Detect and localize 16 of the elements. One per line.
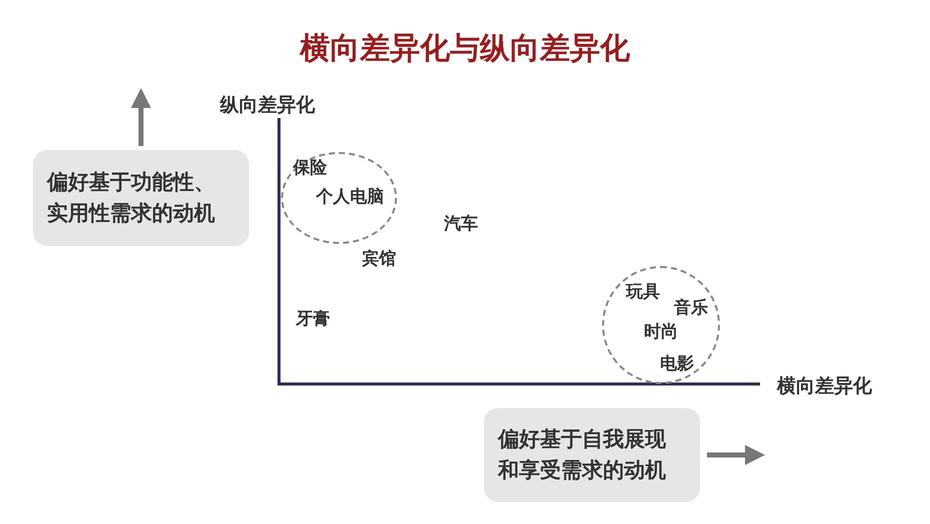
- note-box: 偏好基于功能性、实用性需求的动机: [33, 150, 249, 246]
- item-label: 音乐: [674, 297, 708, 319]
- dashed-circle: [602, 266, 720, 384]
- title: 横向差异化与纵向差异化: [298, 31, 631, 67]
- item-label: 牙膏: [296, 308, 330, 330]
- note-box: 偏好基于自我展现和享受需求的动机: [484, 408, 700, 502]
- item-label: 个人电脑: [316, 186, 384, 208]
- dashed-circle: [281, 152, 397, 244]
- item-label: 保险: [293, 157, 327, 179]
- item-label: 宾馆: [362, 248, 396, 270]
- item-label: 汽车: [444, 213, 478, 235]
- axis-label: 纵向差异化: [220, 94, 315, 118]
- axis-label: 横向差异化: [777, 375, 872, 399]
- item-label: 电影: [660, 353, 694, 375]
- item-label: 玩具: [626, 281, 660, 303]
- item-label: 时尚: [644, 321, 678, 343]
